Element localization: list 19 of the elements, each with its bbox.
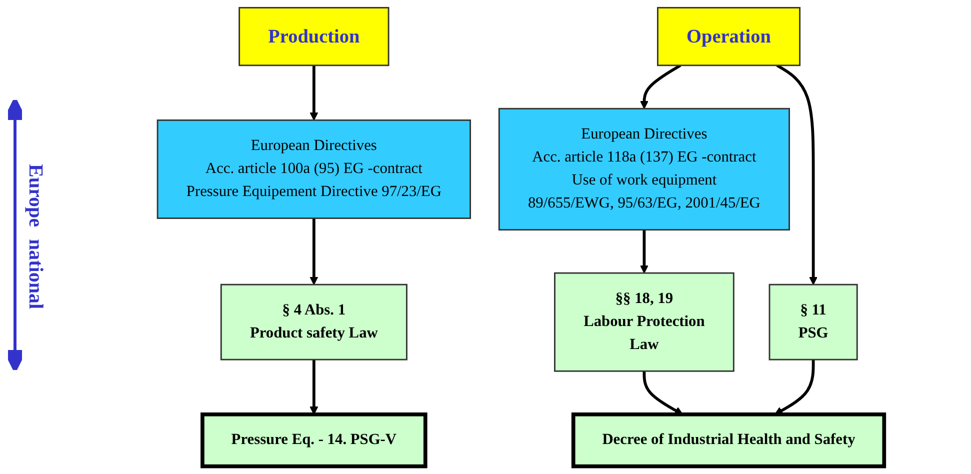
- arrow: [309, 65, 318, 121]
- region-label: national: [24, 239, 46, 310]
- node-box: Decree of Industrial Health and Safety: [571, 412, 886, 468]
- node-box: Production: [238, 6, 389, 66]
- arrow: [642, 371, 683, 415]
- node-box: §§ 18, 19 Labour Protection Law: [554, 272, 734, 372]
- node-box: § 4 Abs. 1 Product safety Law: [220, 284, 408, 360]
- node-box: Operation: [656, 6, 800, 66]
- arrow: [774, 360, 814, 415]
- arrow: [776, 64, 818, 285]
- region-label: Europe: [24, 164, 46, 228]
- arrow: [309, 218, 318, 285]
- arrow: [309, 360, 318, 415]
- arrow: [640, 64, 681, 110]
- node-box: European Directives Acc. article 100a (95) EG -contract Pressure Equipement Directive 97/23/EG: [156, 119, 471, 219]
- arrow: [640, 230, 648, 274]
- node-box: Pressure Eq. - 14. PSG-V: [200, 412, 427, 468]
- node-box: European Directives Acc. article 118a (137) EG -contract Use of work equipment 89/655/EWG, 95/63/EG, 2001/45/EG: [498, 108, 790, 230]
- node-box: § 11 PSG: [768, 284, 858, 360]
